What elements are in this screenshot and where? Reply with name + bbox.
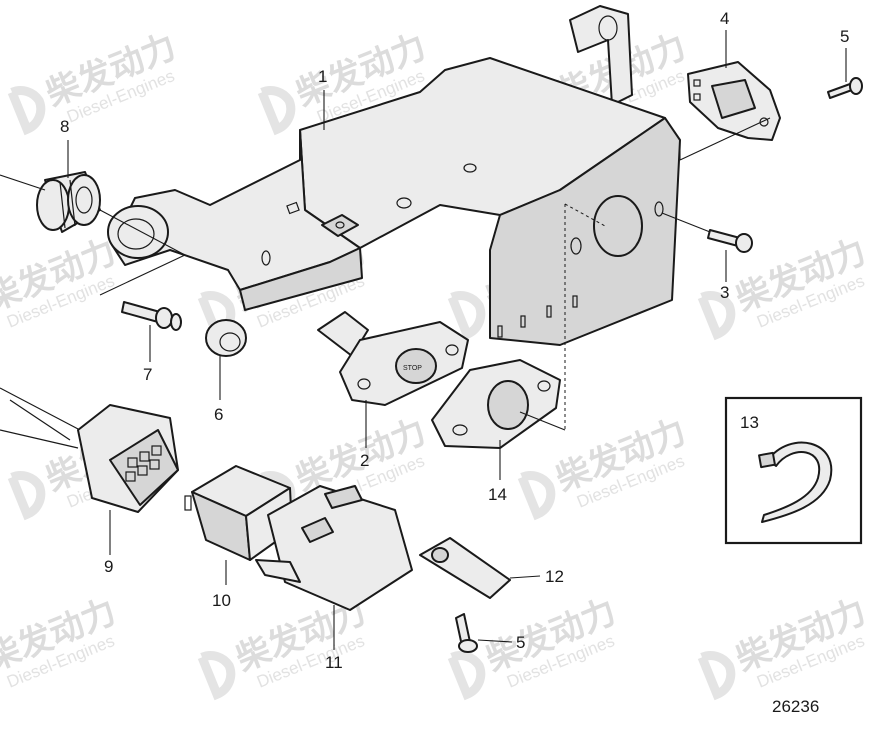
mounting-bracket [107,5,681,430]
callout-3: 3 [720,283,729,302]
callout-8: 8 [60,117,69,136]
reference-number: 26236 [772,697,819,716]
watermark-logo [447,651,486,701]
callout-2: 2 [360,451,369,470]
relay-socket [687,61,781,141]
callout-5-bottom: 5 [516,633,525,652]
callout-7: 7 [143,365,152,384]
callout-13: 13 [740,413,759,432]
detail-box-cable-tie [724,396,863,545]
relay-cover [255,485,413,611]
screw-5-top [827,77,863,99]
leader-lines [0,30,847,650]
screw-3 [707,229,753,253]
callout-1: 1 [318,67,327,86]
callout-6: 6 [214,405,223,424]
callout-5-top: 5 [840,27,849,46]
stop-switch: STOP [317,311,469,406]
watermark-logo [7,471,46,521]
watermark-logo [697,651,736,701]
screw-7 [121,301,182,331]
callout-11: 11 [325,653,343,672]
relay [184,465,293,561]
watermark-logo [697,291,736,341]
callout-9: 9 [104,557,113,576]
watermark-logo [197,651,236,701]
watermark-logo [517,471,556,521]
washer [205,319,247,357]
flange-cover [431,359,561,449]
rubber-grommet [36,171,101,233]
stop-label: STOP [403,365,422,372]
callout-4: 4 [720,9,729,28]
callout-12: 12 [545,567,564,586]
screw-5-bottom [455,613,478,653]
watermark-logo [257,86,296,136]
callout-10: 10 [212,591,231,610]
callout-labels: 1 2 3 4 5 5 6 7 8 9 10 11 12 13 14 26236 [60,9,849,716]
watermark-logo [7,86,46,136]
watermark-logo [447,291,486,341]
wiring-connector [0,387,179,513]
callout-14: 14 [488,485,507,504]
cable-clip [419,537,511,599]
